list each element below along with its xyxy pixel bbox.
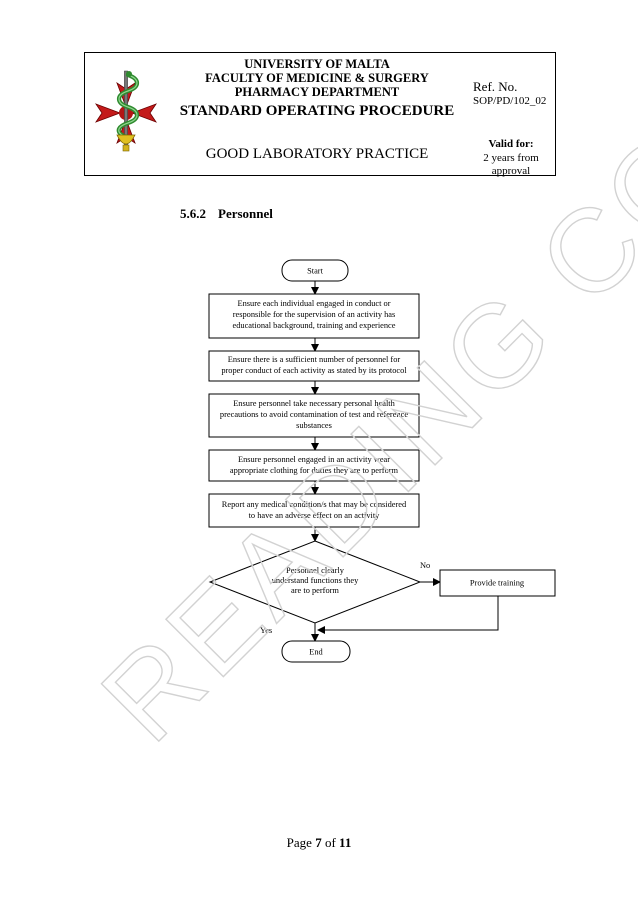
footer-middle: of (321, 835, 340, 850)
section-heading: 5.6.2 Personnel (180, 206, 273, 222)
header-table: UNIVERSITY OF MALTA FACULTY OF MEDICINE … (84, 52, 556, 177)
step-2-line-2: proper conduct of each activity as state… (221, 366, 407, 375)
step-2-line-1: Ensure there is a sufficient number of p… (228, 355, 401, 364)
step-3-line-2: precautions to avoid contamination of te… (220, 410, 408, 419)
validity-cell: Valid for: 2 years from approval (467, 127, 555, 177)
ref-cell: Ref. No. SOP/PD/102_02 (467, 53, 555, 127)
provide-training-box (439, 569, 556, 597)
decision-diamond (208, 540, 422, 624)
sop-title: STANDARD OPERATING PROCEDURE (179, 103, 455, 119)
page-footer: Page 7 of 11 (0, 835, 638, 851)
ref-label: Ref. No. (473, 79, 518, 94)
valid-period: 2 years from (483, 152, 539, 164)
step-5-box (208, 493, 420, 528)
university-cell: UNIVERSITY OF MALTA FACULTY OF MEDICINE … (167, 53, 467, 127)
valid-period-cont: approval (491, 165, 531, 177)
document-title-cell: GOOD LABORATORY PRACTICE (167, 127, 467, 175)
decision-line-3: are to perform (291, 586, 339, 595)
faculty-crest-logo (94, 70, 158, 152)
start-label: Start (307, 267, 323, 276)
logo-cell (85, 53, 167, 175)
step-4-box (208, 449, 420, 482)
provide-training-label: Provide training (470, 579, 525, 588)
section-title: Personnel (218, 206, 273, 221)
decision-line-1: Personnel clearly (286, 566, 345, 575)
ref-number: SOP/PD/102_02 (473, 95, 547, 107)
document-title: GOOD LABORATORY PRACTICE (205, 146, 429, 162)
step-3-line-1: Ensure personnel take necessary personal… (233, 399, 395, 408)
step-4-line-2: appropriate clothing for duties they are… (230, 466, 399, 475)
end-label: End (309, 648, 323, 657)
connector-training-return (317, 596, 499, 634)
step-2-box (208, 350, 420, 382)
valid-label: Valid for: (488, 138, 534, 150)
current-page-number: 7 (315, 835, 322, 850)
step-5-line-1: Report any medical condition/s that may … (222, 500, 407, 509)
section-number: 5.6.2 (180, 206, 206, 221)
step-4-line-1: Ensure personnel engaged in an activity … (238, 455, 390, 464)
step-1-line-1: Ensure each individual engaged in conduc… (237, 299, 390, 308)
step-3-box (208, 393, 420, 438)
step-3-line-3: substances (296, 421, 332, 430)
total-page-count: 11 (339, 835, 352, 850)
footer-prefix: Page (286, 835, 316, 850)
decision-line-2: understand functions they (272, 576, 359, 585)
step-5-line-2: to have an adverse effect on an activity (249, 511, 381, 520)
faculty-name: FACULTY OF MEDICINE & SURGERY (205, 71, 429, 85)
start-terminator (281, 259, 349, 282)
step-1-line-2: responsible for the supervision of an ac… (233, 310, 396, 319)
step-1-line-3: educational background, training and exp… (232, 321, 395, 330)
step-1-box (208, 293, 420, 339)
university-heading: UNIVERSITY OF MALTA FACULTY OF MEDICINE … (167, 57, 467, 99)
yes-branch-label: Yes (260, 626, 272, 635)
end-terminator (281, 640, 351, 663)
department-name: PHARMACY DEPARTMENT (234, 85, 400, 99)
university-name: UNIVERSITY OF MALTA (244, 57, 390, 71)
no-branch-label: No (420, 561, 430, 570)
